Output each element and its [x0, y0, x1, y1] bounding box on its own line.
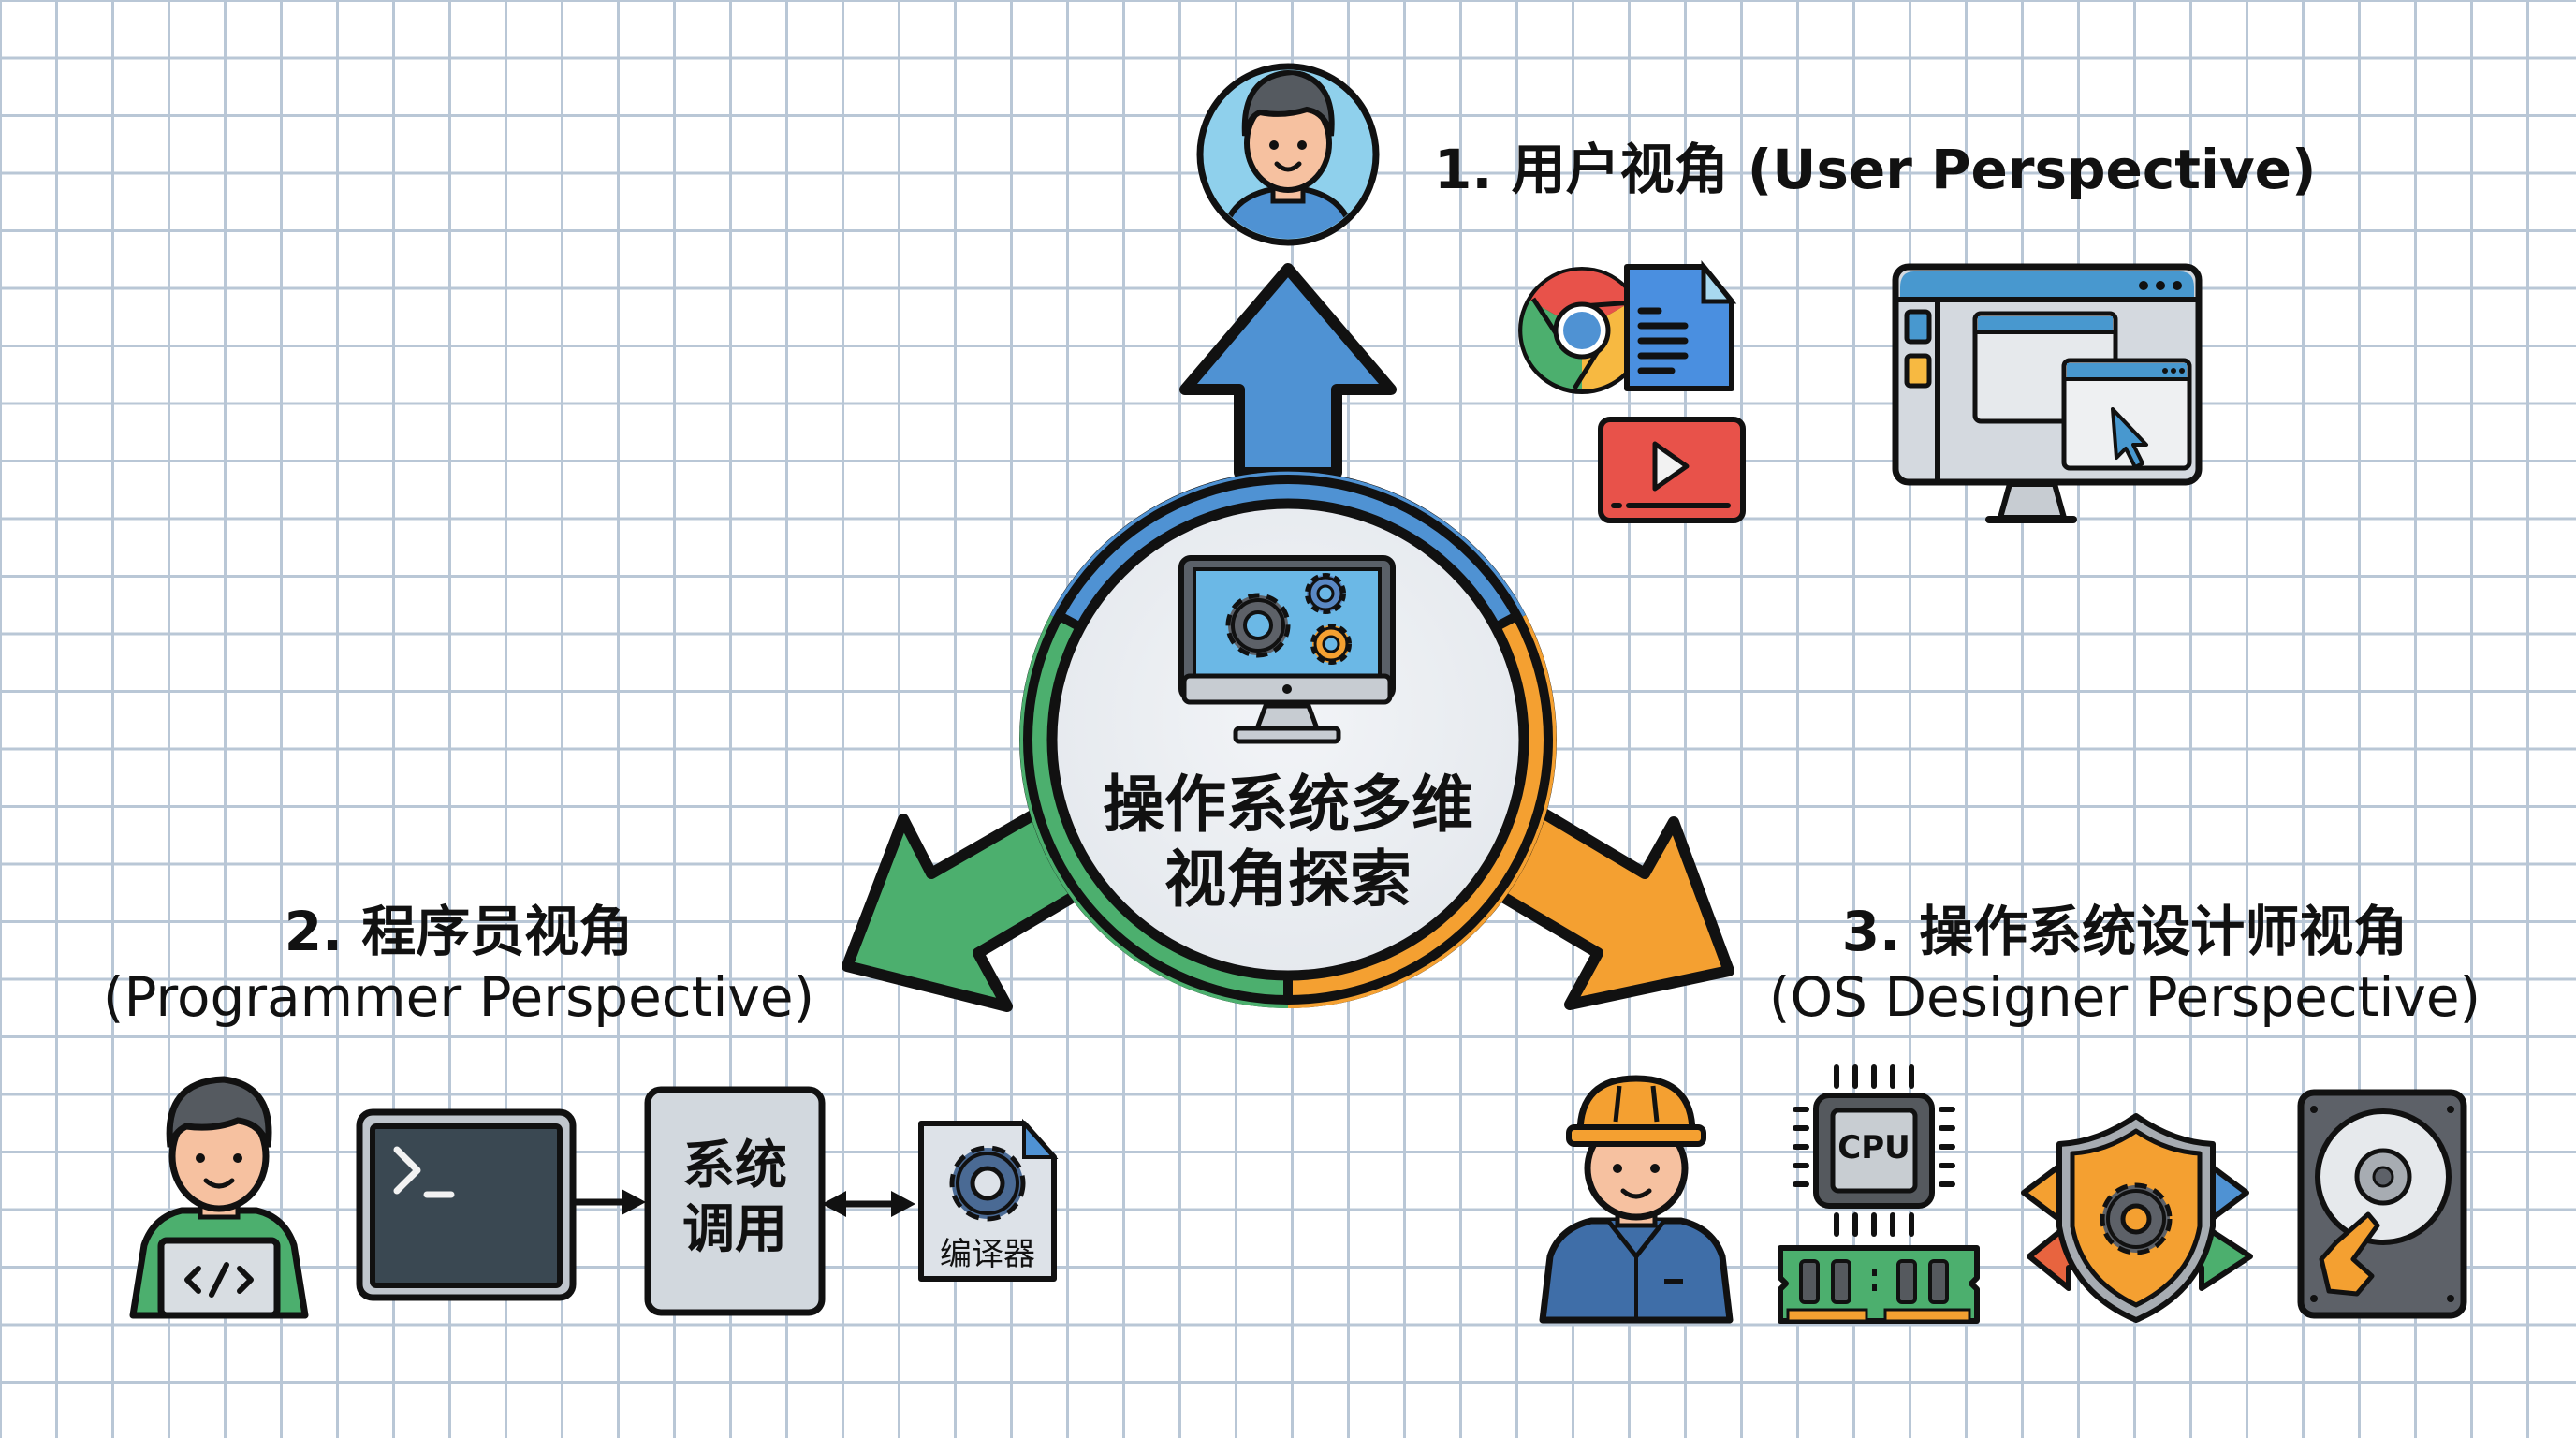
- shield-gear-arrows-icon: [2021, 1113, 2253, 1323]
- arrow-down-left-programmer: [842, 807, 1082, 1012]
- arrow-down-right-designer: [1494, 807, 1734, 1010]
- system-call-line2: 调用: [682, 1199, 787, 1260]
- arrow-terminal-to-syscall: [573, 1189, 646, 1215]
- programmer-perspective-subtitle: (Programmer Perspective): [102, 965, 815, 1029]
- designer-perspective-heading: 3. 操作系统设计师视角 (OS Designer Perspective): [1760, 899, 2490, 1030]
- ram-module-icon: [1778, 1245, 1980, 1324]
- document-icon: [1624, 259, 1737, 391]
- terminal-icon: [356, 1108, 577, 1301]
- designer-perspective-subtitle: (OS Designer Perspective): [1768, 965, 2481, 1029]
- compiler-icon: [918, 1118, 1059, 1282]
- arrow-up-user: [1179, 263, 1397, 478]
- designer-perspective-title: 3. 操作系统设计师视角: [1841, 900, 2408, 963]
- arrow-syscall-compiler-bidirectional: [822, 1191, 915, 1217]
- engineer-avatar-icon: [1539, 1075, 1734, 1324]
- center-title-line1: 操作系统多维: [1103, 769, 1473, 841]
- system-call-label: 系统 调用: [648, 1135, 822, 1262]
- user-perspective-title: 1. 用户视角 (User Perspective): [1434, 138, 2317, 201]
- programmer-perspective-heading: 2. 程序员视角 (Programmer Perspective): [94, 899, 824, 1030]
- compiler-label: 编译器: [940, 1236, 1035, 1273]
- cpu-label: CPU: [1837, 1129, 1910, 1167]
- video-player-icon: [1598, 417, 1746, 523]
- cpu-chip-icon: [1793, 1064, 1955, 1237]
- user-avatar-icon: [1196, 63, 1380, 246]
- programmer-avatar-icon: [129, 1076, 309, 1319]
- system-call-line1: 系统: [682, 1136, 787, 1196]
- system-call-box: [644, 1086, 826, 1316]
- center-title: 操作系统多维 视角探索: [1045, 768, 1531, 917]
- programmer-perspective-title: 2. 程序员视角: [284, 900, 634, 963]
- hard-disk-icon: [2297, 1089, 2467, 1319]
- monitor-gears-icon: [1178, 555, 1396, 744]
- desktop-windows-cursor-icon: [1892, 263, 2203, 523]
- center-title-line2: 视角探索: [1164, 844, 1412, 916]
- center-ring: [1019, 471, 1557, 1008]
